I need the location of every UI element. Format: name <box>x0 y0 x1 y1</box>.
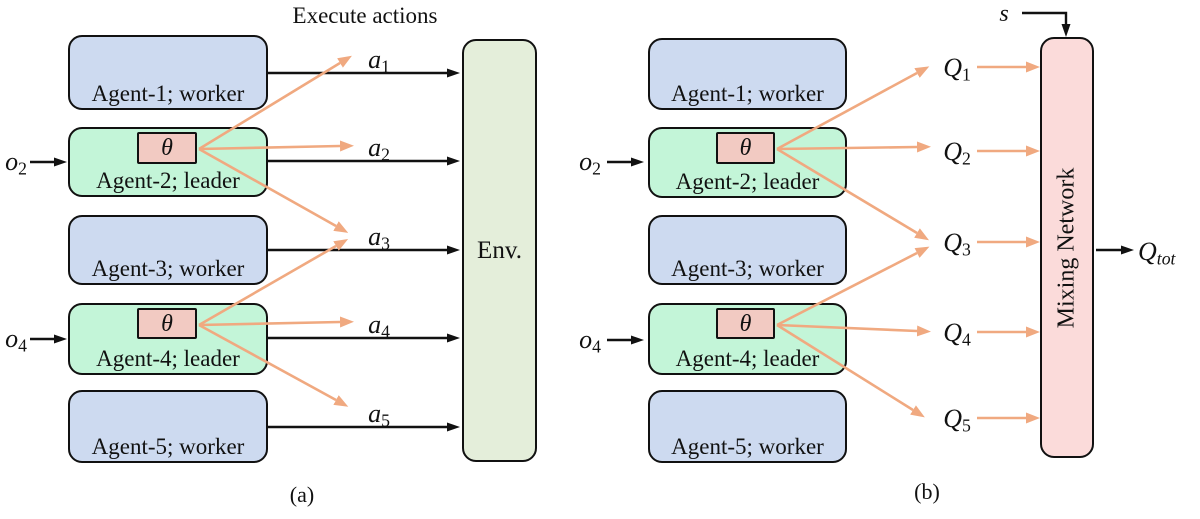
agent-2-box-a: θ Agent-2; leader <box>68 127 268 197</box>
caption-b: (b) <box>914 479 940 504</box>
obs-label-o2-a: o2 <box>5 147 27 179</box>
agent-label: Agent-1; worker <box>91 80 245 106</box>
obs-label-o4-b: o4 <box>579 325 601 357</box>
state-label-s: s <box>999 1 1009 27</box>
arrow-s-mixer <box>1022 11 1071 37</box>
agent-1-box-a: Agent-1; worker <box>68 35 268 110</box>
agent-label: Agent-1; worker <box>671 80 824 106</box>
action-label-a4: a4 <box>368 310 390 342</box>
action-label-a2: a2 <box>368 133 390 165</box>
qtot-label: Qtot <box>1138 237 1176 269</box>
action-label-a1: a1 <box>368 45 390 77</box>
q-label-q5: Q5 <box>943 404 971 436</box>
agent-label: Agent-3; worker <box>91 255 245 281</box>
agent-1-box-b: Agent-1; worker <box>648 38 847 110</box>
action-label-a5: a5 <box>368 399 390 431</box>
agent-5-box-b: Agent-5; worker <box>648 390 847 463</box>
agent-label: Agent-4; leader <box>96 345 240 371</box>
agent-5-box-a: Agent-5; worker <box>68 390 268 463</box>
theta-symbol: θ <box>161 310 173 337</box>
environment-box: Env. <box>462 39 537 462</box>
agent-label: Agent-4; leader <box>675 345 820 371</box>
agent-label: Agent-5; worker <box>671 433 824 459</box>
environment-label: Env. <box>477 236 522 264</box>
mixing-network-label: Mixing Network <box>1053 167 1080 328</box>
mixing-network-box: Mixing Network <box>1040 37 1094 458</box>
theta-symbol: θ <box>739 310 752 337</box>
theta-chip: θ <box>716 308 775 339</box>
agent-3-box-a: Agent-3; worker <box>68 215 268 285</box>
obs-label-o2-b: o2 <box>579 147 601 179</box>
q-label-q2: Q2 <box>943 137 971 169</box>
theta-symbol: θ <box>739 135 752 161</box>
agent-3-box-b: Agent-3; worker <box>648 215 847 285</box>
agent-label: Agent-3; worker <box>671 255 824 281</box>
agent-4-box-a: θ Agent-4; leader <box>68 303 268 375</box>
action-label-a3: a3 <box>368 222 390 254</box>
agent-2-box-b: θ Agent-2; leader <box>648 127 847 198</box>
q-label-q3: Q3 <box>943 228 971 260</box>
theta-chip: θ <box>137 132 197 164</box>
agent-label: Agent-2; leader <box>96 167 240 193</box>
theta-symbol: θ <box>161 135 173 161</box>
caption-a: (a) <box>289 482 315 507</box>
q-label-q1: Q1 <box>943 53 971 85</box>
q-label-q4: Q4 <box>943 318 971 350</box>
agent-label: Agent-5; worker <box>91 433 245 459</box>
theta-chip: θ <box>137 308 197 339</box>
agent-label: Agent-2; leader <box>675 168 820 194</box>
agent-4-box-b: θ Agent-4; leader <box>648 303 847 375</box>
obs-label-o4-a: o4 <box>5 324 27 356</box>
theta-chip: θ <box>716 132 775 164</box>
execute-actions-title: Execute actions <box>292 3 438 28</box>
